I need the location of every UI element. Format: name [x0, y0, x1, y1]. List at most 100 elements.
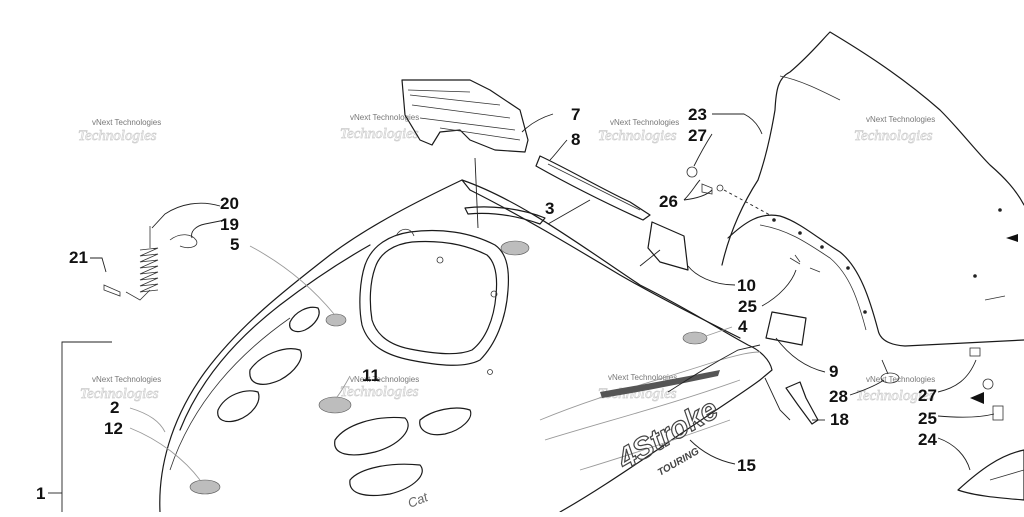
leader-15 [689, 439, 736, 465]
watermark: vNext Technologies [608, 373, 677, 382]
leader-7 [521, 113, 554, 133]
watermark-ghost: Technologies [598, 128, 677, 144]
callout-labels: 1 2 3 4 5 7 8 9 10 11 12 15 18 19 20 21 … [36, 105, 937, 503]
watermark: vNext Technologies [866, 375, 935, 384]
hood-vent-slot [464, 206, 546, 225]
callout-8: 8 [571, 130, 580, 149]
hood-outline [159, 179, 773, 513]
callout-10: 10 [737, 276, 756, 295]
leader-lines [90, 113, 995, 481]
clip-19 [169, 234, 198, 248]
decal-oval-11 [318, 396, 352, 414]
decal-oval-3 [500, 240, 530, 256]
watermark: vNext Technologies [350, 375, 419, 384]
hood-nostril [217, 390, 260, 423]
callout-3: 3 [545, 199, 554, 218]
leader-7-hood [474, 157, 479, 229]
leader-12 [129, 427, 201, 481]
watermark-ghost: Technologies [340, 126, 419, 142]
part-18-bracket [785, 381, 819, 425]
windshield [721, 31, 1024, 404]
callout-12: 12 [104, 419, 123, 438]
leader-10-b [639, 249, 661, 267]
hardware-24-25-27 [957, 347, 1024, 501]
leader-2 [129, 407, 166, 433]
arrow-icon [1006, 234, 1018, 242]
leader-18-b [764, 377, 791, 421]
hood-scoop [419, 407, 472, 436]
watermark-ghost: Technologies [340, 384, 419, 400]
windshield-hole [772, 218, 776, 222]
callout-11: 11 [362, 366, 380, 385]
mount-hole [490, 290, 498, 298]
watermark: vNext Technologies [350, 113, 419, 122]
windshield-hole [973, 274, 977, 278]
callout-20: 20 [220, 194, 239, 213]
watermark-layer: Technologies vNext Technologies Technolo… [78, 113, 936, 404]
hood-scoop [349, 463, 423, 497]
callout-5: 5 [230, 235, 239, 254]
decal-7 [401, 79, 529, 153]
leader-19 [191, 219, 226, 239]
windshield-hole [863, 310, 867, 314]
callout-28: 28 [829, 387, 848, 406]
mount-24-line [989, 469, 1024, 481]
leader-3 [547, 199, 591, 225]
windshield-hole [798, 231, 802, 235]
windshield-inner-line [759, 224, 867, 331]
leader-28 [849, 379, 885, 396]
callout-18: 18 [830, 410, 849, 429]
watermark-ghost: Technologies [80, 386, 159, 402]
leader-26-b [683, 179, 701, 201]
watermark: vNext Technologies [92, 375, 161, 384]
arrow-icon [970, 392, 984, 404]
leader-25a [761, 269, 797, 307]
side-decal-stripe [600, 370, 720, 398]
callout-9: 9 [829, 362, 838, 381]
callout-24: 24 [918, 430, 937, 449]
callout-2: 2 [110, 398, 119, 417]
washer-25 [982, 378, 994, 390]
callout-1: 1 [36, 484, 45, 503]
nut-26 [716, 184, 724, 192]
watermark-ghost: Technologies [78, 128, 157, 144]
windshield-hole [846, 266, 850, 270]
callout-27a: 27 [688, 126, 707, 145]
mount-hole [487, 369, 493, 375]
leader-9 [775, 337, 826, 373]
grommet-25 [992, 405, 1004, 421]
callout-23: 23 [688, 105, 707, 124]
callout-25a: 25 [738, 297, 757, 316]
leader-23 [712, 113, 763, 135]
callout-15: 15 [737, 456, 756, 475]
hood-nostril [289, 306, 320, 333]
decal-9 [765, 311, 807, 346]
leader-26 [683, 189, 713, 201]
windshield-outline [721, 31, 1024, 266]
leader-8 [549, 139, 568, 161]
screw-21 [103, 284, 121, 297]
screw-25 [789, 254, 821, 273]
screw-27 [969, 347, 981, 357]
leader-28-b [881, 359, 889, 375]
side-decal-swoosh [544, 379, 741, 441]
screw-26 [701, 183, 713, 195]
hood-nostril [249, 348, 302, 385]
decal-8 [535, 155, 651, 221]
windshield-opening [359, 229, 510, 366]
watermark: vNext Technologies [92, 118, 161, 127]
washer-27 [686, 166, 698, 178]
mount-hole [436, 256, 444, 264]
callout-7: 7 [571, 105, 580, 124]
hood-assembly: 4Stroke TOURING Cat [159, 179, 773, 513]
callout-25b: 25 [918, 409, 937, 428]
clip-tab [395, 228, 415, 237]
decal-oval-12 [189, 479, 221, 495]
leader-5 [249, 245, 335, 315]
bracket-1 [61, 341, 112, 512]
callout-26: 26 [659, 192, 678, 211]
leader-25b [937, 413, 995, 418]
hood-latch-spring [103, 226, 198, 301]
